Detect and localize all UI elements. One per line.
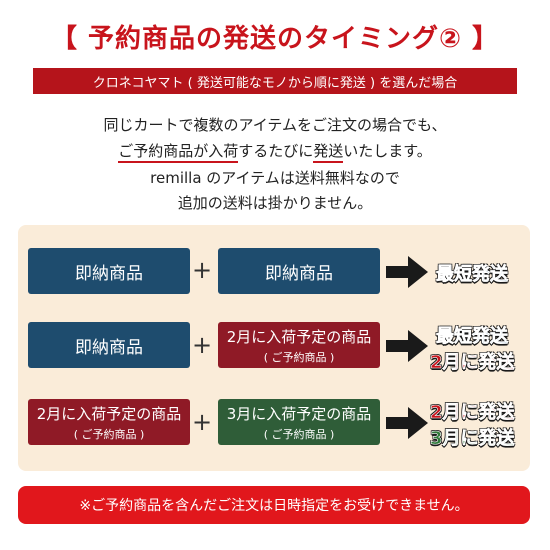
description-line-2: ご予約商品が入荷するたびに発送いたします。 xyxy=(0,140,550,163)
row2-result-2: 2月に発送 xyxy=(430,352,515,374)
row1-left-item-box: 即納商品 xyxy=(28,248,190,294)
row3-right-item-label: 3月に入荷予定の商品 xyxy=(226,404,372,423)
row3-right-item-box: 3月に入荷予定の商品 ( ご予約商品 ) xyxy=(218,399,380,445)
row2-left-item-label: 即納商品 xyxy=(75,337,143,358)
row2-arrow-icon xyxy=(386,330,428,362)
row1-right-item-box: 即納商品 xyxy=(218,248,380,294)
row2-right-item-box: 2月に入荷予定の商品 ( ご予約商品 ) xyxy=(218,322,380,368)
row2-result-1: 最短発送 xyxy=(436,326,509,348)
row1-right-item-label: 即納商品 xyxy=(265,263,333,284)
row2-plus-sign: + xyxy=(192,331,213,359)
row3-right-item-sublabel: ( ご予約商品 ) xyxy=(263,427,335,441)
row3-left-item-sublabel: ( ご予約商品 ) xyxy=(73,427,145,441)
row3-result-2: 3月に発送 xyxy=(430,428,515,450)
row1-arrow-icon xyxy=(386,256,428,288)
highlight-shipping: 発送 xyxy=(313,142,344,163)
no-delivery-date-notice: ※ご予約商品を含んだご注文は日時指定をお受けできません。 xyxy=(18,486,530,524)
row2-right-item-label: 2月に入荷予定の商品 xyxy=(226,327,372,346)
description-line-2-end: いたします。 xyxy=(343,142,432,160)
row2-left-item-box: 即納商品 xyxy=(28,322,190,368)
row1-plus-sign: + xyxy=(192,256,213,284)
description-line-1: 同じカートで複数のアイテムをご注文の場合でも、 xyxy=(103,116,447,134)
row2-right-item-sublabel: ( ご予約商品 ) xyxy=(263,350,335,364)
description-line-2-mid: するたびに xyxy=(238,142,314,160)
highlight-preorder-arrival: ご予約商品が入荷 xyxy=(118,142,239,163)
row3-plus-sign: + xyxy=(192,408,213,436)
description-line-3: remilla のアイテムは送料無料なので xyxy=(150,169,400,187)
row1-left-item-label: 即納商品 xyxy=(75,263,143,284)
shipping-method-banner: クロネコヤマト ( 発送可能なモノから順に発送 ) を選んだ場合 xyxy=(33,68,517,94)
row3-arrow-icon xyxy=(386,407,428,439)
row1-result-1: 最短発送 xyxy=(436,264,509,286)
no-delivery-date-notice-text: ※ご予約商品を含んだご注文は日時指定をお受けできません。 xyxy=(79,498,469,514)
row3-left-item-label: 2月に入荷予定の商品 xyxy=(36,404,182,423)
page-title: 【 予約商品の発送のタイミング② 】 xyxy=(50,24,500,54)
row3-left-item-box: 2月に入荷予定の商品 ( ご予約商品 ) xyxy=(28,399,190,445)
shipping-method-banner-text: クロネコヤマト ( 発送可能なモノから順に発送 ) を選んだ場合 xyxy=(92,75,458,91)
description-line-4: 追加の送料は掛かりません。 xyxy=(177,194,373,212)
row3-result-1: 2月に発送 xyxy=(430,402,515,424)
